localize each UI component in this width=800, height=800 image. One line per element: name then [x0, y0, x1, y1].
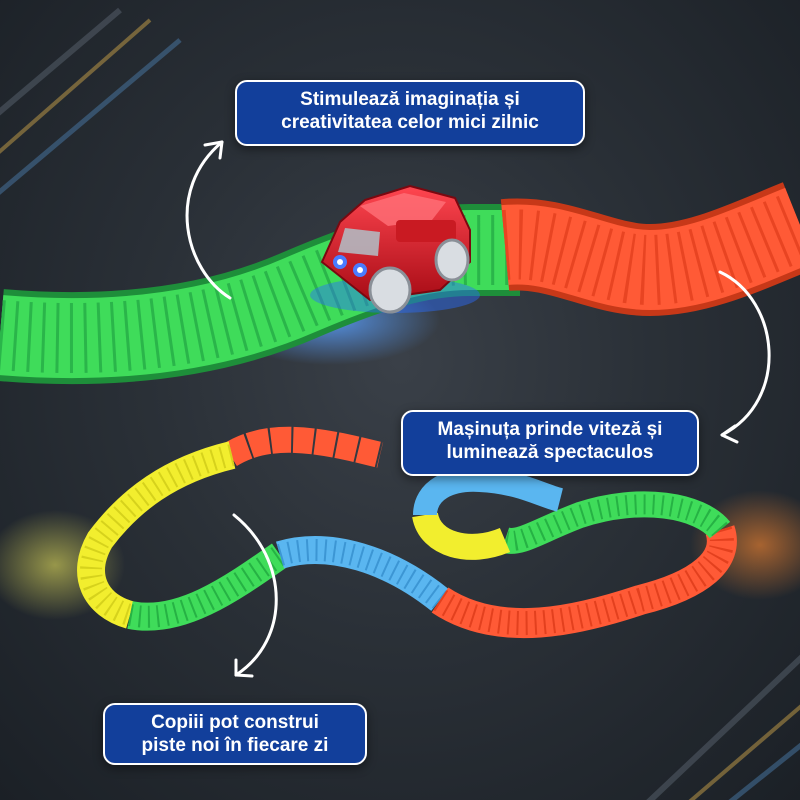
curved-arrow-icon [185, 140, 232, 300]
callout-speed-light-line2: luminează spectaculos [446, 442, 654, 463]
callout-imagination: Stimulează imaginația și creativitatea c… [235, 80, 585, 146]
callout-imagination-line2: creativitatea celor mici zilnic [281, 112, 539, 133]
background-stripes [0, 7, 800, 800]
curved-arrow-icon [232, 513, 278, 678]
callout-speed-light: Mașinuța prinde viteză și luminează spec… [401, 410, 699, 476]
callout-imagination-line1: Stimulează imaginația și [300, 89, 520, 110]
small-track [77, 426, 737, 639]
toy-car [310, 184, 480, 314]
callout-speed-light-line1: Mașinuța prinde viteză și [437, 419, 663, 440]
callout-build-tracks-line2: piste noi în fiecare zi [141, 735, 329, 756]
callout-build-tracks: Copiii pot construi piste noi în fiecare… [103, 703, 367, 765]
curved-arrow-icon [718, 270, 771, 444]
callout-build-tracks-line1: Copiii pot construi [151, 712, 319, 733]
